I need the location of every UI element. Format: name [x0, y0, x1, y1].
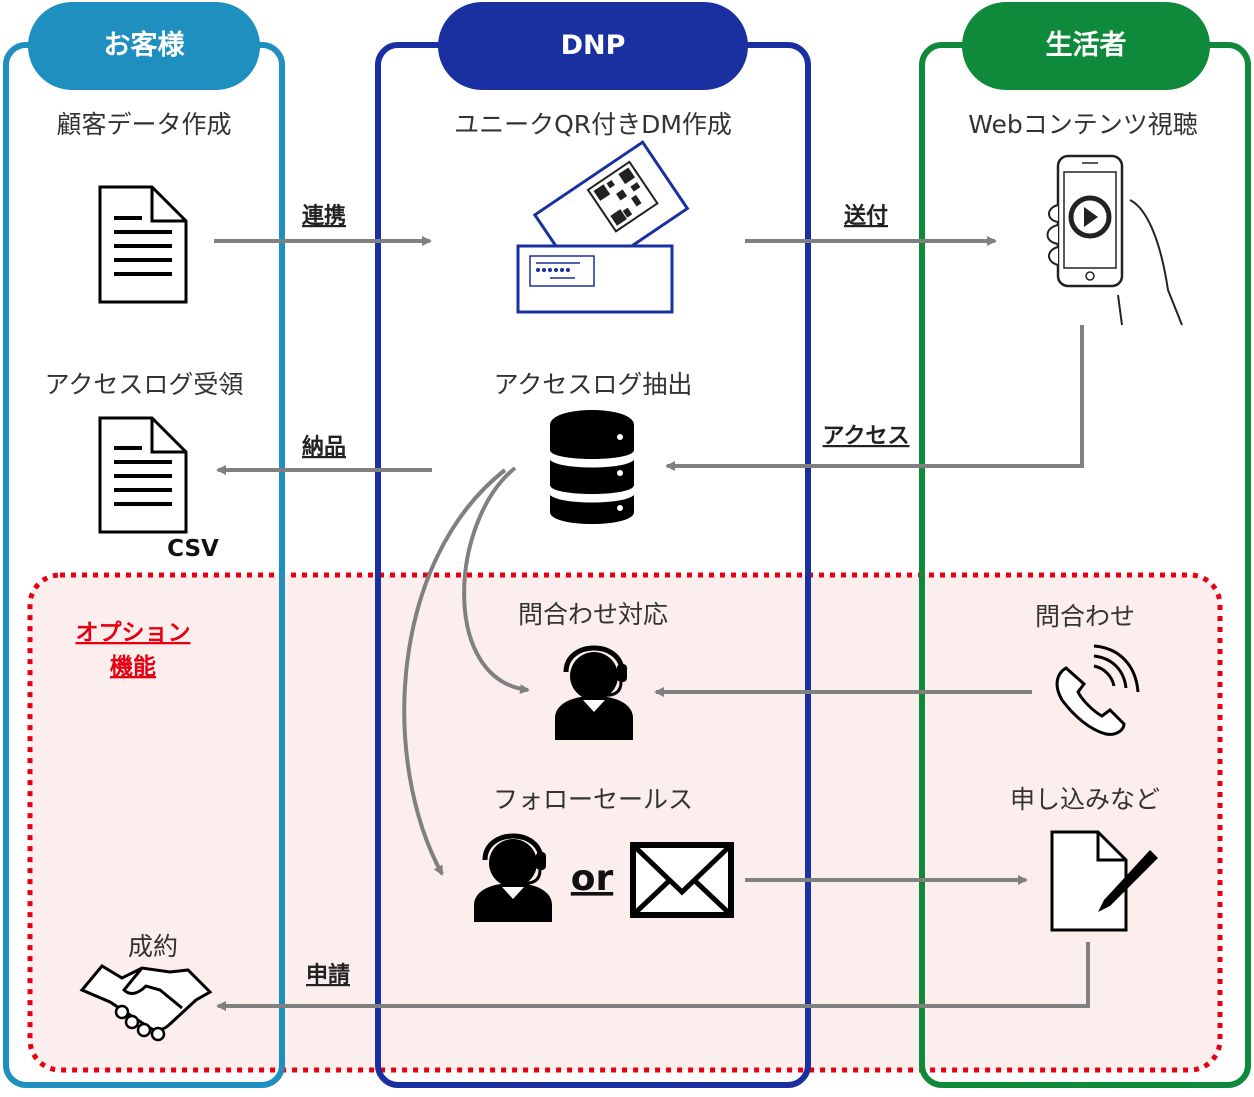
- application-label: 申し込みなど: [1010, 785, 1160, 814]
- qr-dm-label: ユニークQR付きDM作成: [454, 110, 732, 139]
- arrow-apply: [216, 942, 1090, 1011]
- operator-headset-icon: [555, 645, 633, 740]
- handshake-icon: [79, 964, 213, 1042]
- inquiry-label: 問合わせ: [1035, 602, 1135, 631]
- log-receive-label: アクセスログ受領: [45, 370, 244, 399]
- phone-call-icon: [1055, 644, 1140, 736]
- arrow-access: [665, 325, 1084, 471]
- flow-access-label: アクセス: [823, 424, 910, 449]
- flow-apply-label: 申請: [306, 962, 350, 988]
- customer-header: お客様: [28, 2, 260, 90]
- dnp-header-title: DNP: [561, 30, 626, 61]
- csv-document-icon: [98, 416, 188, 534]
- operator-headset-icon-2: [474, 833, 552, 922]
- contract-label: 成約: [128, 932, 178, 961]
- flow-send-label: 送付: [844, 203, 888, 229]
- smartphone-icon: [1046, 154, 1183, 326]
- csv-label: CSV: [167, 536, 219, 562]
- consumer-header: 生活者: [962, 2, 1210, 90]
- option-label-line2: 機能: [110, 653, 156, 680]
- follow-sales-label: フォローセールス: [493, 785, 693, 814]
- document-icon: [98, 185, 188, 304]
- qr-dm-icon: [516, 140, 690, 314]
- envelope-icon: [630, 842, 734, 918]
- consumer-header-title: 生活者: [1046, 30, 1127, 61]
- option-label-line1: オプション: [76, 620, 191, 646]
- option-region: [27, 572, 1223, 1073]
- arrow-to-follow-sales: [402, 468, 507, 876]
- application-form-icon: [1050, 830, 1158, 932]
- database-icon: [550, 410, 634, 524]
- web-view-label: Webコンテンツ視聴: [968, 110, 1198, 139]
- arrow-to-inquiry-support: [462, 466, 530, 695]
- customer-data-label: 顧客データ作成: [56, 110, 231, 139]
- flow-deliver-label: 納品: [302, 434, 346, 460]
- dnp-header: DNP: [438, 2, 748, 90]
- or-label: or: [571, 858, 614, 899]
- inquiry-support-label: 問合わせ対応: [518, 600, 668, 629]
- flow-link-label: 連携: [302, 203, 346, 229]
- customer-header-title: お客様: [104, 29, 186, 61]
- log-extract-label: アクセスログ抽出: [494, 370, 693, 399]
